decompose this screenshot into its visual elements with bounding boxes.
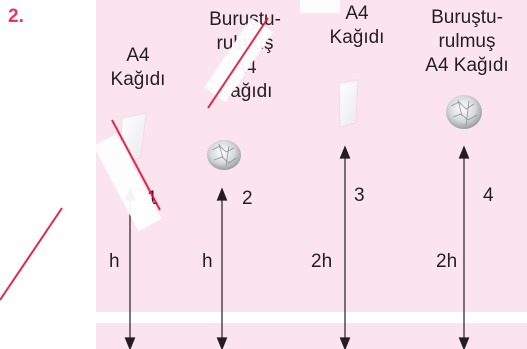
diagram-panel	[96, 0, 527, 312]
height-arrows	[124, 145, 470, 349]
height-label-2: h	[202, 251, 213, 272]
label-line: A4 Kağıdı	[425, 55, 509, 76]
label-object-1: A4 Kağıdı	[108, 44, 168, 92]
question-number: 2.	[8, 6, 24, 27]
height-label-3: 2h	[311, 251, 333, 272]
height-label-1: h	[109, 251, 120, 272]
label-line: rulmuş	[438, 31, 496, 52]
label-line: A4	[345, 3, 369, 24]
label-line: A4	[126, 45, 150, 66]
flat-paper-3	[338, 79, 359, 128]
height-label-4: 2h	[436, 251, 458, 272]
label-object-4: Buruştu- rulmuş A4 Kağıdı	[412, 6, 522, 78]
crumpled-paper-2	[207, 140, 241, 170]
object-number-2: 2	[242, 188, 253, 209]
object-number-3: 3	[354, 185, 365, 206]
ground-strip	[96, 323, 527, 349]
label-line: Buruştu-	[431, 7, 503, 28]
label-line: Kağıdı	[110, 69, 166, 90]
label-object-3: A4 Kağıdı	[322, 2, 392, 50]
label-line: Kağıdı	[329, 27, 385, 48]
flat-paper-1	[119, 112, 147, 163]
crumpled-paper-4	[446, 95, 482, 129]
object-number-1: 1	[147, 188, 158, 209]
object-number-4: 4	[483, 185, 494, 206]
